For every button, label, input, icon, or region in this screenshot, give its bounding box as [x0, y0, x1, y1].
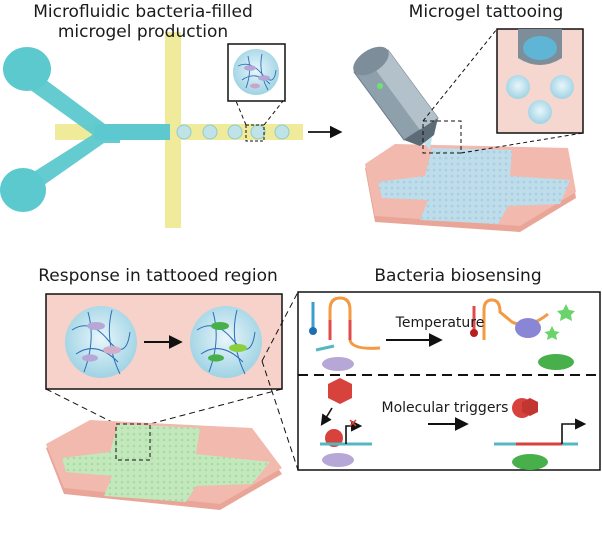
zoom-line — [45, 388, 117, 425]
biosensing-box — [297, 291, 601, 471]
droplet — [227, 124, 243, 140]
response-title: Response in tattooed region — [38, 266, 278, 286]
biosensing-title: Bacteria biosensing — [374, 266, 542, 286]
block-x-icon — [349, 419, 357, 427]
dispersed-phase-channel — [95, 124, 170, 140]
bacterium-on — [211, 322, 229, 330]
star-icon — [557, 304, 575, 321]
rna-thermometer-tail — [315, 344, 335, 352]
rna-thermometer-hairpin — [328, 296, 381, 350]
bacterium-on — [538, 354, 574, 370]
microgel — [550, 75, 574, 99]
tattooing-scene — [353, 28, 584, 232]
inset-needle-tip — [523, 36, 557, 60]
droplet — [176, 124, 192, 140]
zoom-line — [235, 100, 247, 126]
droplet — [202, 124, 218, 140]
response-zoom-box — [115, 423, 151, 461]
bacterium-off — [87, 322, 105, 330]
inlet-reservoir-top — [3, 47, 51, 91]
tattooing-title: Microgel tattooing — [408, 2, 564, 22]
bacterium-off — [258, 75, 270, 81]
zoom-line — [261, 360, 299, 471]
inlet-channel-bottom — [24, 130, 120, 192]
production-title-line1: Microfluidic bacteria-filled — [33, 2, 253, 22]
droplet — [274, 124, 290, 140]
production-title-line2: microgel production — [57, 22, 229, 42]
ribosome-icon — [515, 318, 541, 338]
bacterium-off — [250, 83, 260, 89]
thermometer-bulb — [309, 327, 317, 335]
inlet-reservoir-bottom — [0, 168, 46, 212]
microgel-inset — [233, 49, 279, 95]
microgel — [506, 75, 530, 99]
zoom-line — [422, 28, 498, 122]
bacterium-on — [512, 454, 548, 470]
bacterium-off — [322, 453, 354, 467]
zoom-line — [149, 388, 283, 425]
polymer-network — [237, 53, 277, 91]
inducer-bound-icon — [522, 398, 538, 416]
tattoo-pen — [353, 46, 439, 150]
droplet — [250, 124, 266, 140]
tattooed-region-blue — [378, 148, 570, 224]
bacterium-off — [322, 357, 354, 371]
bacterium-on — [208, 354, 224, 362]
microfluidic-device — [0, 32, 303, 228]
tattooed-region-green — [62, 424, 270, 502]
promoter-arrow-active — [561, 418, 587, 444]
biosensing-panel — [261, 291, 601, 471]
polymer-network — [71, 309, 131, 375]
bacterium-off — [244, 65, 256, 71]
polymer-network — [196, 309, 256, 375]
response-panel — [45, 293, 283, 510]
thermometer-bulb-hot — [470, 329, 478, 337]
microgel-after — [190, 306, 262, 378]
microgel — [528, 100, 552, 124]
bacterium-on — [229, 344, 247, 352]
rna-thermometer-stem — [328, 320, 352, 340]
inducer-molecule-icon — [328, 378, 352, 404]
bacterium-off — [82, 354, 98, 362]
molecular-triggers-label: Molecular triggers — [381, 400, 509, 416]
bacterium-off — [103, 346, 121, 354]
curved-arrow — [320, 407, 333, 426]
temperature-label: Temperature — [395, 315, 485, 331]
zoom-line — [261, 291, 299, 362]
microgel-before — [65, 306, 137, 378]
star-icon — [544, 326, 560, 340]
zoom-region-box — [245, 124, 265, 142]
zoom-line — [263, 100, 284, 126]
